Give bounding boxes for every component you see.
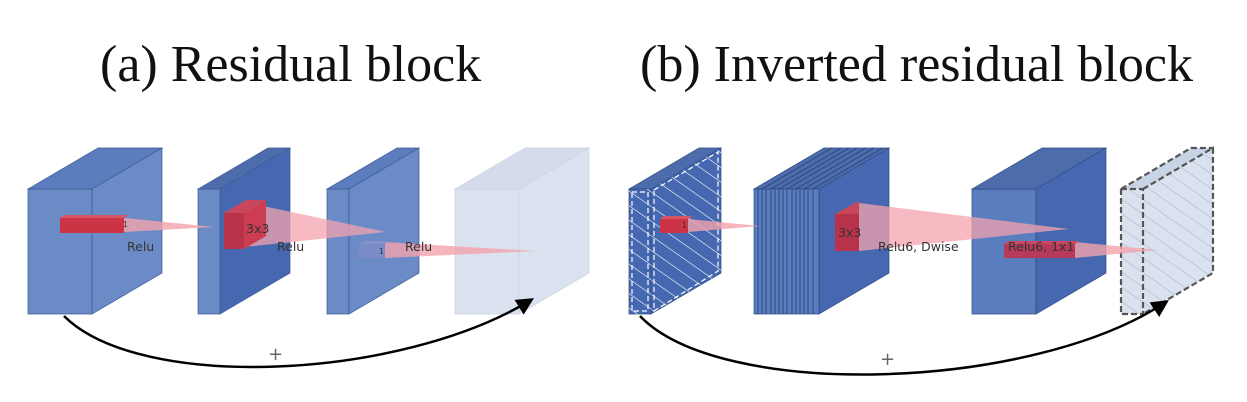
plus-sign-b: + (880, 349, 895, 370)
beam-b3 (1075, 242, 1158, 258)
beam-b1 (688, 219, 760, 232)
kernel-a1-label: 1 (123, 220, 128, 229)
beam-a1 (124, 218, 215, 232)
beam-a3 (385, 242, 535, 258)
panel-b: 1 3x3 Relu6, Dwise Relu6, 1x1 + (627, 146, 1215, 376)
skip-arrow-a (63, 298, 534, 369)
kernel-b3-1x1 (1004, 241, 1079, 258)
relu6-dwise-label: Relu6, Dwise (878, 239, 959, 254)
skip-arrow-b (639, 300, 1169, 376)
relu-label-a3: Relu (405, 239, 432, 254)
title-residual-block: (a) Residual block (100, 36, 482, 93)
kernel-b1-label: 1 (682, 221, 687, 230)
relu-label-a1: Relu (127, 239, 154, 254)
block-b4-output (1119, 146, 1215, 316)
relu6-1x1-label: Relu6, 1x1 (1008, 239, 1074, 254)
plus-sign-a: + (268, 344, 283, 365)
beam-a2 (244, 202, 386, 247)
kernel-a1-1x1 (60, 215, 128, 233)
block-a3 (325, 147, 421, 315)
beam-b2 (859, 203, 1069, 251)
kernel-b1-1x1 (660, 216, 692, 233)
panel-a: 1 Relu 3x3 Relu 1 Relu + (26, 147, 591, 369)
kernel-a2-3x3 (224, 200, 266, 249)
kernel-b2-3x3 (835, 201, 859, 251)
kernel-a3-1x1 (359, 241, 389, 258)
block-a4-output (453, 147, 591, 315)
kernel-a3-label: 1 (379, 247, 384, 256)
title-inverted-residual-block: (b) Inverted residual block (640, 36, 1194, 93)
kernel-a2-label: 3x3 (246, 221, 269, 236)
kernel-b2-label: 3x3 (838, 225, 861, 240)
relu-label-a2: Relu (277, 239, 304, 254)
